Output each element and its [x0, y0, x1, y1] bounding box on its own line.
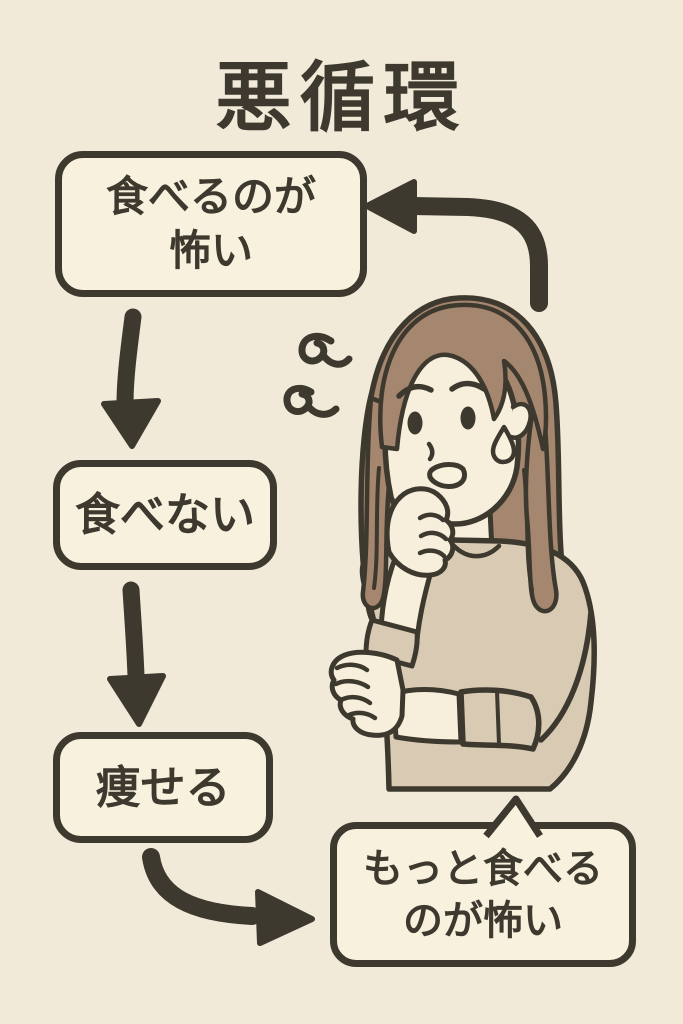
eyebrow-left [396, 383, 434, 399]
down-arrow-icon [107, 581, 166, 727]
worried-mouth [427, 462, 468, 489]
finger-lines [333, 662, 378, 721]
fist-at-chin [384, 486, 456, 578]
sweat-drop-icon [490, 424, 517, 465]
page-title: 悪循環 [215, 53, 468, 142]
speech-bubble: もっと食べる のが怖い [330, 795, 636, 967]
speech-bubble-tail [483, 795, 543, 839]
down-arrow-2-head [107, 673, 166, 727]
neckline [451, 543, 502, 559]
knuckle-lines [417, 512, 449, 559]
sleeve-fold-line [538, 609, 594, 743]
squiggle-top [298, 332, 353, 368]
eyebrow-right [449, 380, 487, 392]
flow-box-fear-of-eating: 食べるのが 怖い [55, 151, 367, 297]
nose [426, 441, 435, 462]
down-arrow-1-shaft [116, 308, 142, 413]
curved-arrow-right-icon [142, 848, 315, 946]
hair-strand-right [522, 468, 534, 592]
speech-bubble-line2: のが怖い [403, 897, 563, 944]
worried-woman-illustration [328, 295, 598, 792]
crossing-forearm [390, 687, 464, 745]
hair-bangs [378, 302, 549, 452]
return-arrow-head [364, 179, 417, 234]
return-arrow-shaft [403, 197, 548, 312]
flow-box-fear-line1: 食べるのが [105, 172, 316, 222]
down-arrow-icon [101, 308, 161, 449]
eye-left [407, 411, 423, 435]
speech-bubble-line1: もっと食べる [363, 845, 603, 892]
squiggle-bottom [283, 384, 340, 418]
flow-box-lose-weight: 痩せる [53, 732, 273, 843]
eye-right [460, 406, 476, 430]
down-arrow-1-head [101, 398, 161, 449]
ear [508, 401, 533, 440]
flow-box-dont-eat: 食べない [53, 460, 277, 570]
flow-box-fear-line2: 怖い [168, 226, 253, 275]
cuff-crease [495, 689, 501, 746]
flow-box-dont-eat-label: 食べない [74, 488, 255, 542]
to-bubble-arrow-head [255, 889, 315, 946]
flow-box-lose-weight-label: 痩せる [95, 760, 231, 814]
curved-arrow-left-icon [364, 179, 548, 312]
hair-strand-left [372, 466, 381, 590]
down-arrow-2-shaft [122, 581, 145, 685]
to-bubble-arrow-shaft [142, 848, 261, 925]
confusion-squiggles-icon [283, 332, 353, 418]
